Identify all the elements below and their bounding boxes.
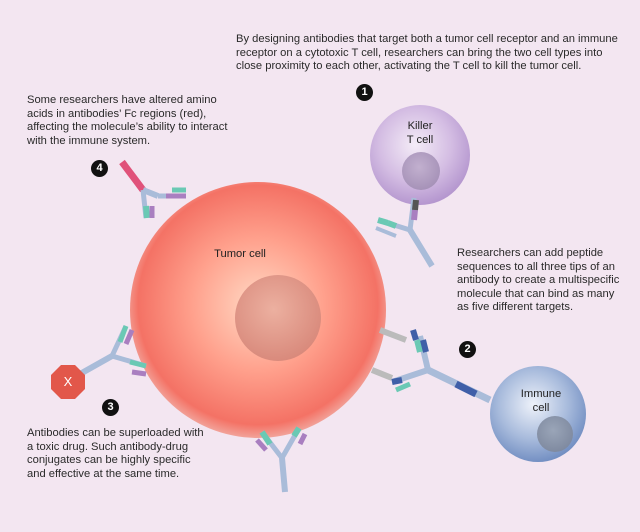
bispecific-antibody <box>375 197 435 268</box>
immune-cell-label-line1: Immune <box>520 388 562 400</box>
drug-conjugates-caption: Antibodies can be superloaded with a tox… <box>27 427 204 480</box>
bottom-antibody <box>255 426 308 493</box>
badge-3: 3 <box>102 399 119 416</box>
multispecific-antibody <box>370 327 492 404</box>
badge-2: 2 <box>459 341 476 358</box>
badge-4: 4 <box>91 160 108 177</box>
immune-cell-label: Immune cell <box>511 388 571 415</box>
drug-conjugate-antibody <box>51 324 147 399</box>
tumor-cell <box>130 182 386 438</box>
killer-t-cell-label: Killer T cell <box>390 120 450 147</box>
immune-cell <box>490 366 586 462</box>
multispecific-caption: Researchers can add peptide sequences to… <box>457 247 620 314</box>
killer-t-cell-label-line2: T cell <box>406 133 434 146</box>
tumor-cell-label: Tumor cell <box>214 248 266 260</box>
intro-caption: By designing antibodies that target both… <box>236 33 618 73</box>
killer-t-cell-label-line1: Killer <box>407 120 433 132</box>
badge-1: 1 <box>356 84 373 101</box>
toxic-drug-icon: X <box>63 374 73 389</box>
fc-regions-caption: Some researchers have altered amino acid… <box>27 94 228 147</box>
killer-t-cell <box>370 105 470 205</box>
fc-modified-antibody <box>119 159 186 219</box>
immune-cell-label-line2: cell <box>532 401 550 414</box>
